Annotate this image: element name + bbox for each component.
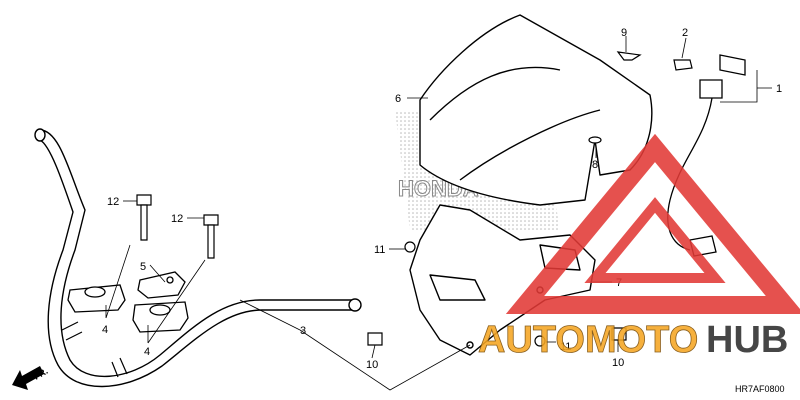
leader-lines <box>105 36 772 391</box>
automotohub-watermark: AUTOMOTO HUB <box>478 133 800 361</box>
screw-11-b <box>534 335 546 347</box>
callout-5: 5 <box>140 261 146 273</box>
switch-harness <box>667 54 746 257</box>
bolt-10-a <box>367 332 383 346</box>
callout-11b: 11 <box>560 341 571 353</box>
callout-1: 1 <box>776 83 782 95</box>
callout-9: 9 <box>621 27 627 39</box>
watermark-triangle-icon <box>505 133 800 314</box>
handlebar-holder-lower-b <box>132 301 189 333</box>
handlebar-pipe <box>34 128 362 388</box>
callout-2: 2 <box>682 27 688 39</box>
clip-9 <box>616 51 642 61</box>
bolt-12-b <box>203 214 219 259</box>
handlebar-holder-lower-a <box>67 284 126 313</box>
callout-11a: 11 <box>374 244 385 256</box>
watermark-inner-triangle-icon <box>584 197 726 283</box>
screw-11-a <box>404 241 416 253</box>
drawing-code: HR7AF0800 <box>735 384 785 394</box>
watermark-brand-second: HUB <box>706 319 788 361</box>
callout-12b: 12 <box>171 213 183 225</box>
callout-4b: 4 <box>144 346 150 358</box>
grommet-8 <box>588 136 602 144</box>
callout-10b: 10 <box>612 357 624 369</box>
clip-2 <box>673 59 693 71</box>
front-arrow-icon <box>12 366 44 390</box>
handlebar-upper-cover <box>419 14 653 206</box>
callout-3: 3 <box>300 325 306 337</box>
callout-8: 8 <box>592 159 598 171</box>
bolt-10-b <box>611 327 627 341</box>
callout-4a: 4 <box>102 324 108 336</box>
watermark-brand-first: AUTOMOTO <box>478 319 698 361</box>
callout-12a: 12 <box>107 196 119 208</box>
callout-10a: 10 <box>366 359 378 371</box>
front-direction-indicator: FR. <box>12 366 50 390</box>
bracket <box>137 271 186 299</box>
front-label: FR. <box>32 366 50 382</box>
bolt-12-a <box>136 194 152 241</box>
callout-6: 6 <box>395 93 401 105</box>
